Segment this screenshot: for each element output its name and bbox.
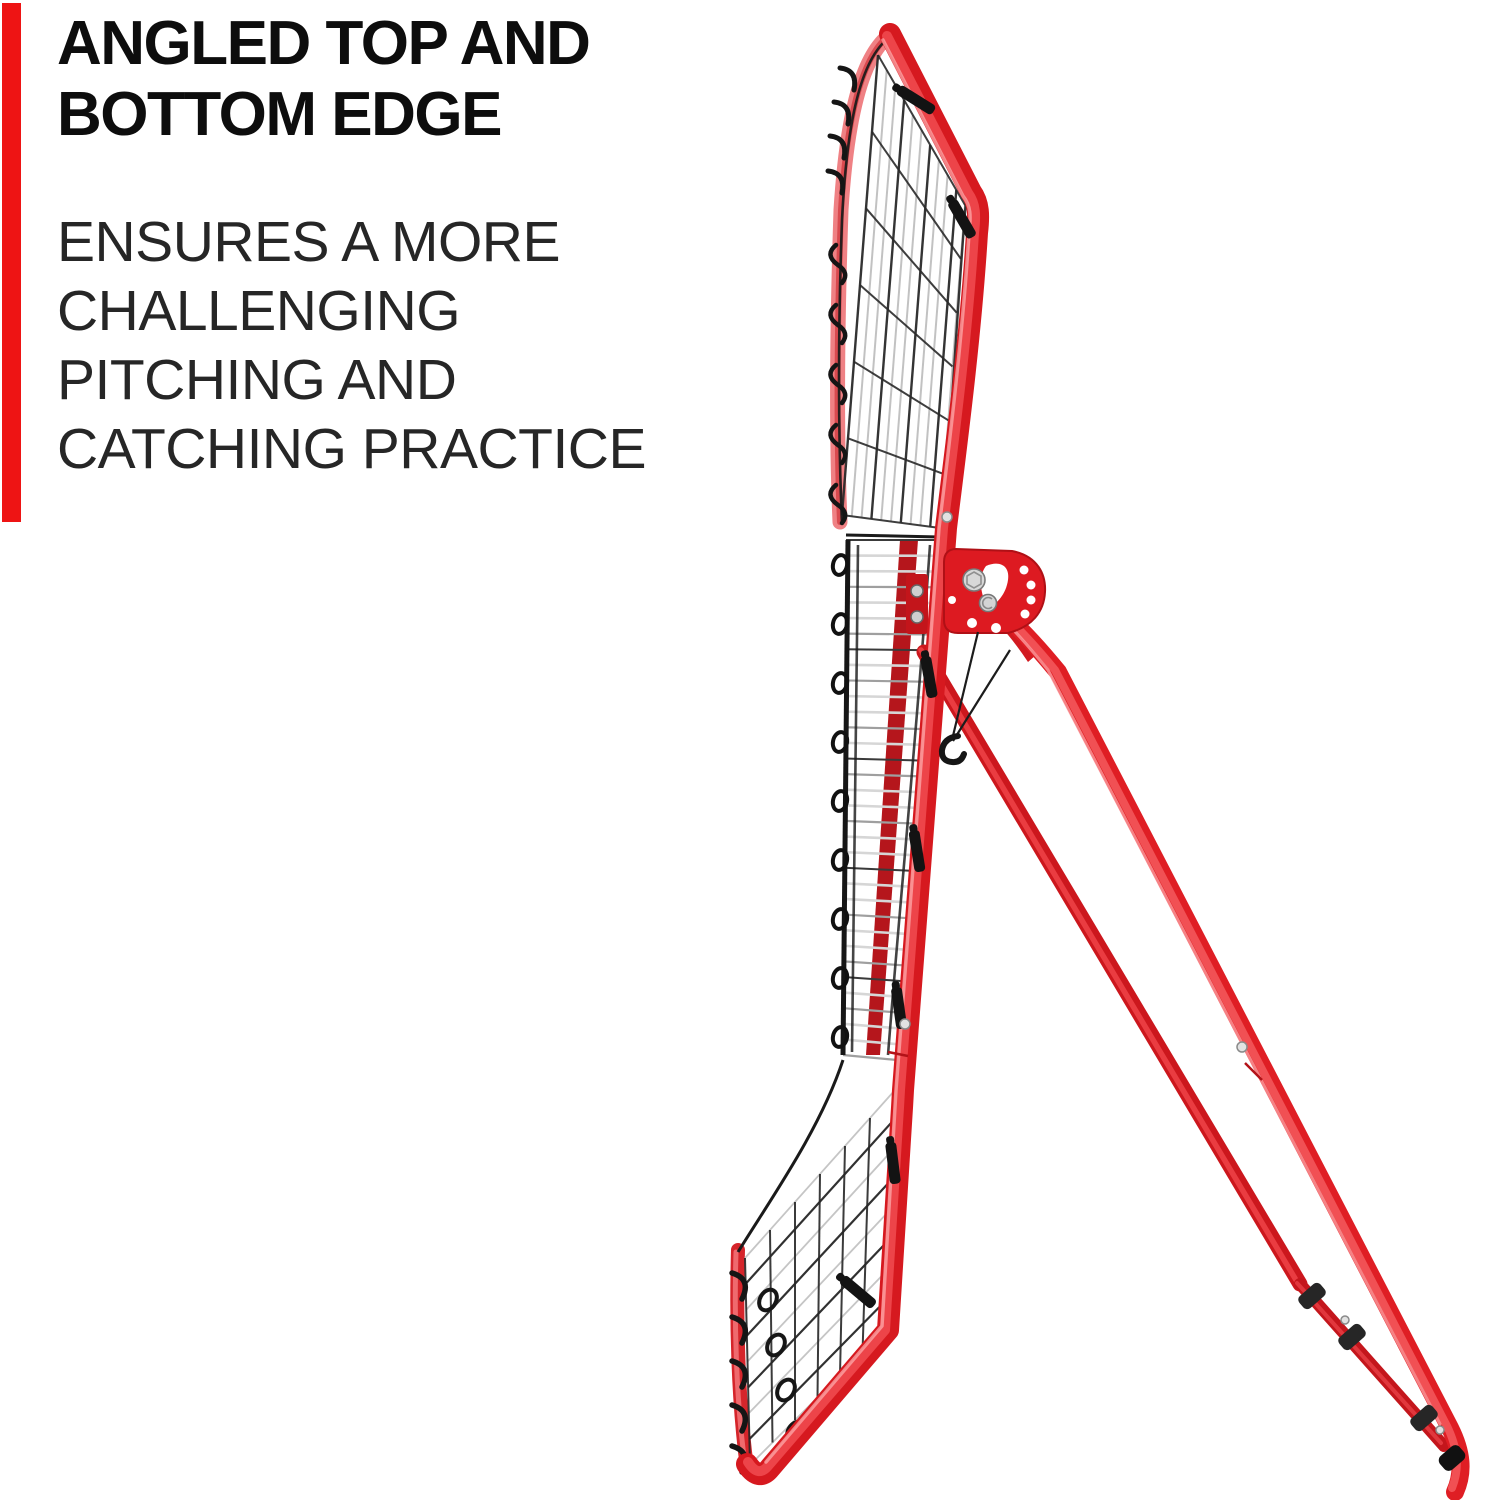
- hinge-adjustment-plate: [943, 547, 1047, 634]
- leg-end-cap: [1438, 1445, 1466, 1471]
- net-mesh-top-fan: [840, 54, 966, 529]
- accent-bar: [2, 3, 21, 522]
- far-hinge-bracket: [906, 574, 928, 634]
- description-line-2: CHALLENGING: [57, 279, 461, 343]
- leg-collars: [1298, 1282, 1466, 1471]
- safety-cable-and-hook: [938, 631, 1011, 766]
- feature-description: ENSURES A MORE CHALLENGING PITCHING AND …: [57, 208, 646, 484]
- rivets: [899, 511, 1445, 1435]
- bungee-attachments: [729, 65, 858, 1475]
- feature-headline: ANGLED TOP AND BOTTOM EDGE: [57, 8, 591, 150]
- description-line-4: CATCHING PRACTICE: [57, 417, 646, 481]
- description-line-1: ENSURES A MORE: [57, 210, 560, 274]
- rear-rail-mid-band: [866, 540, 918, 1055]
- headline-line-1: ANGLED TOP AND: [57, 9, 591, 78]
- pivot-bolts: [962, 568, 998, 613]
- frame-tube-ties: [835, 83, 976, 1309]
- kickstand-leg-far: [916, 644, 1450, 1452]
- description-line-3: PITCHING AND: [57, 348, 457, 412]
- kickstand-leg-near: [990, 602, 1470, 1500]
- adjustment-holes: [948, 565, 1036, 633]
- headline-line-2: BOTTOM EDGE: [57, 80, 502, 149]
